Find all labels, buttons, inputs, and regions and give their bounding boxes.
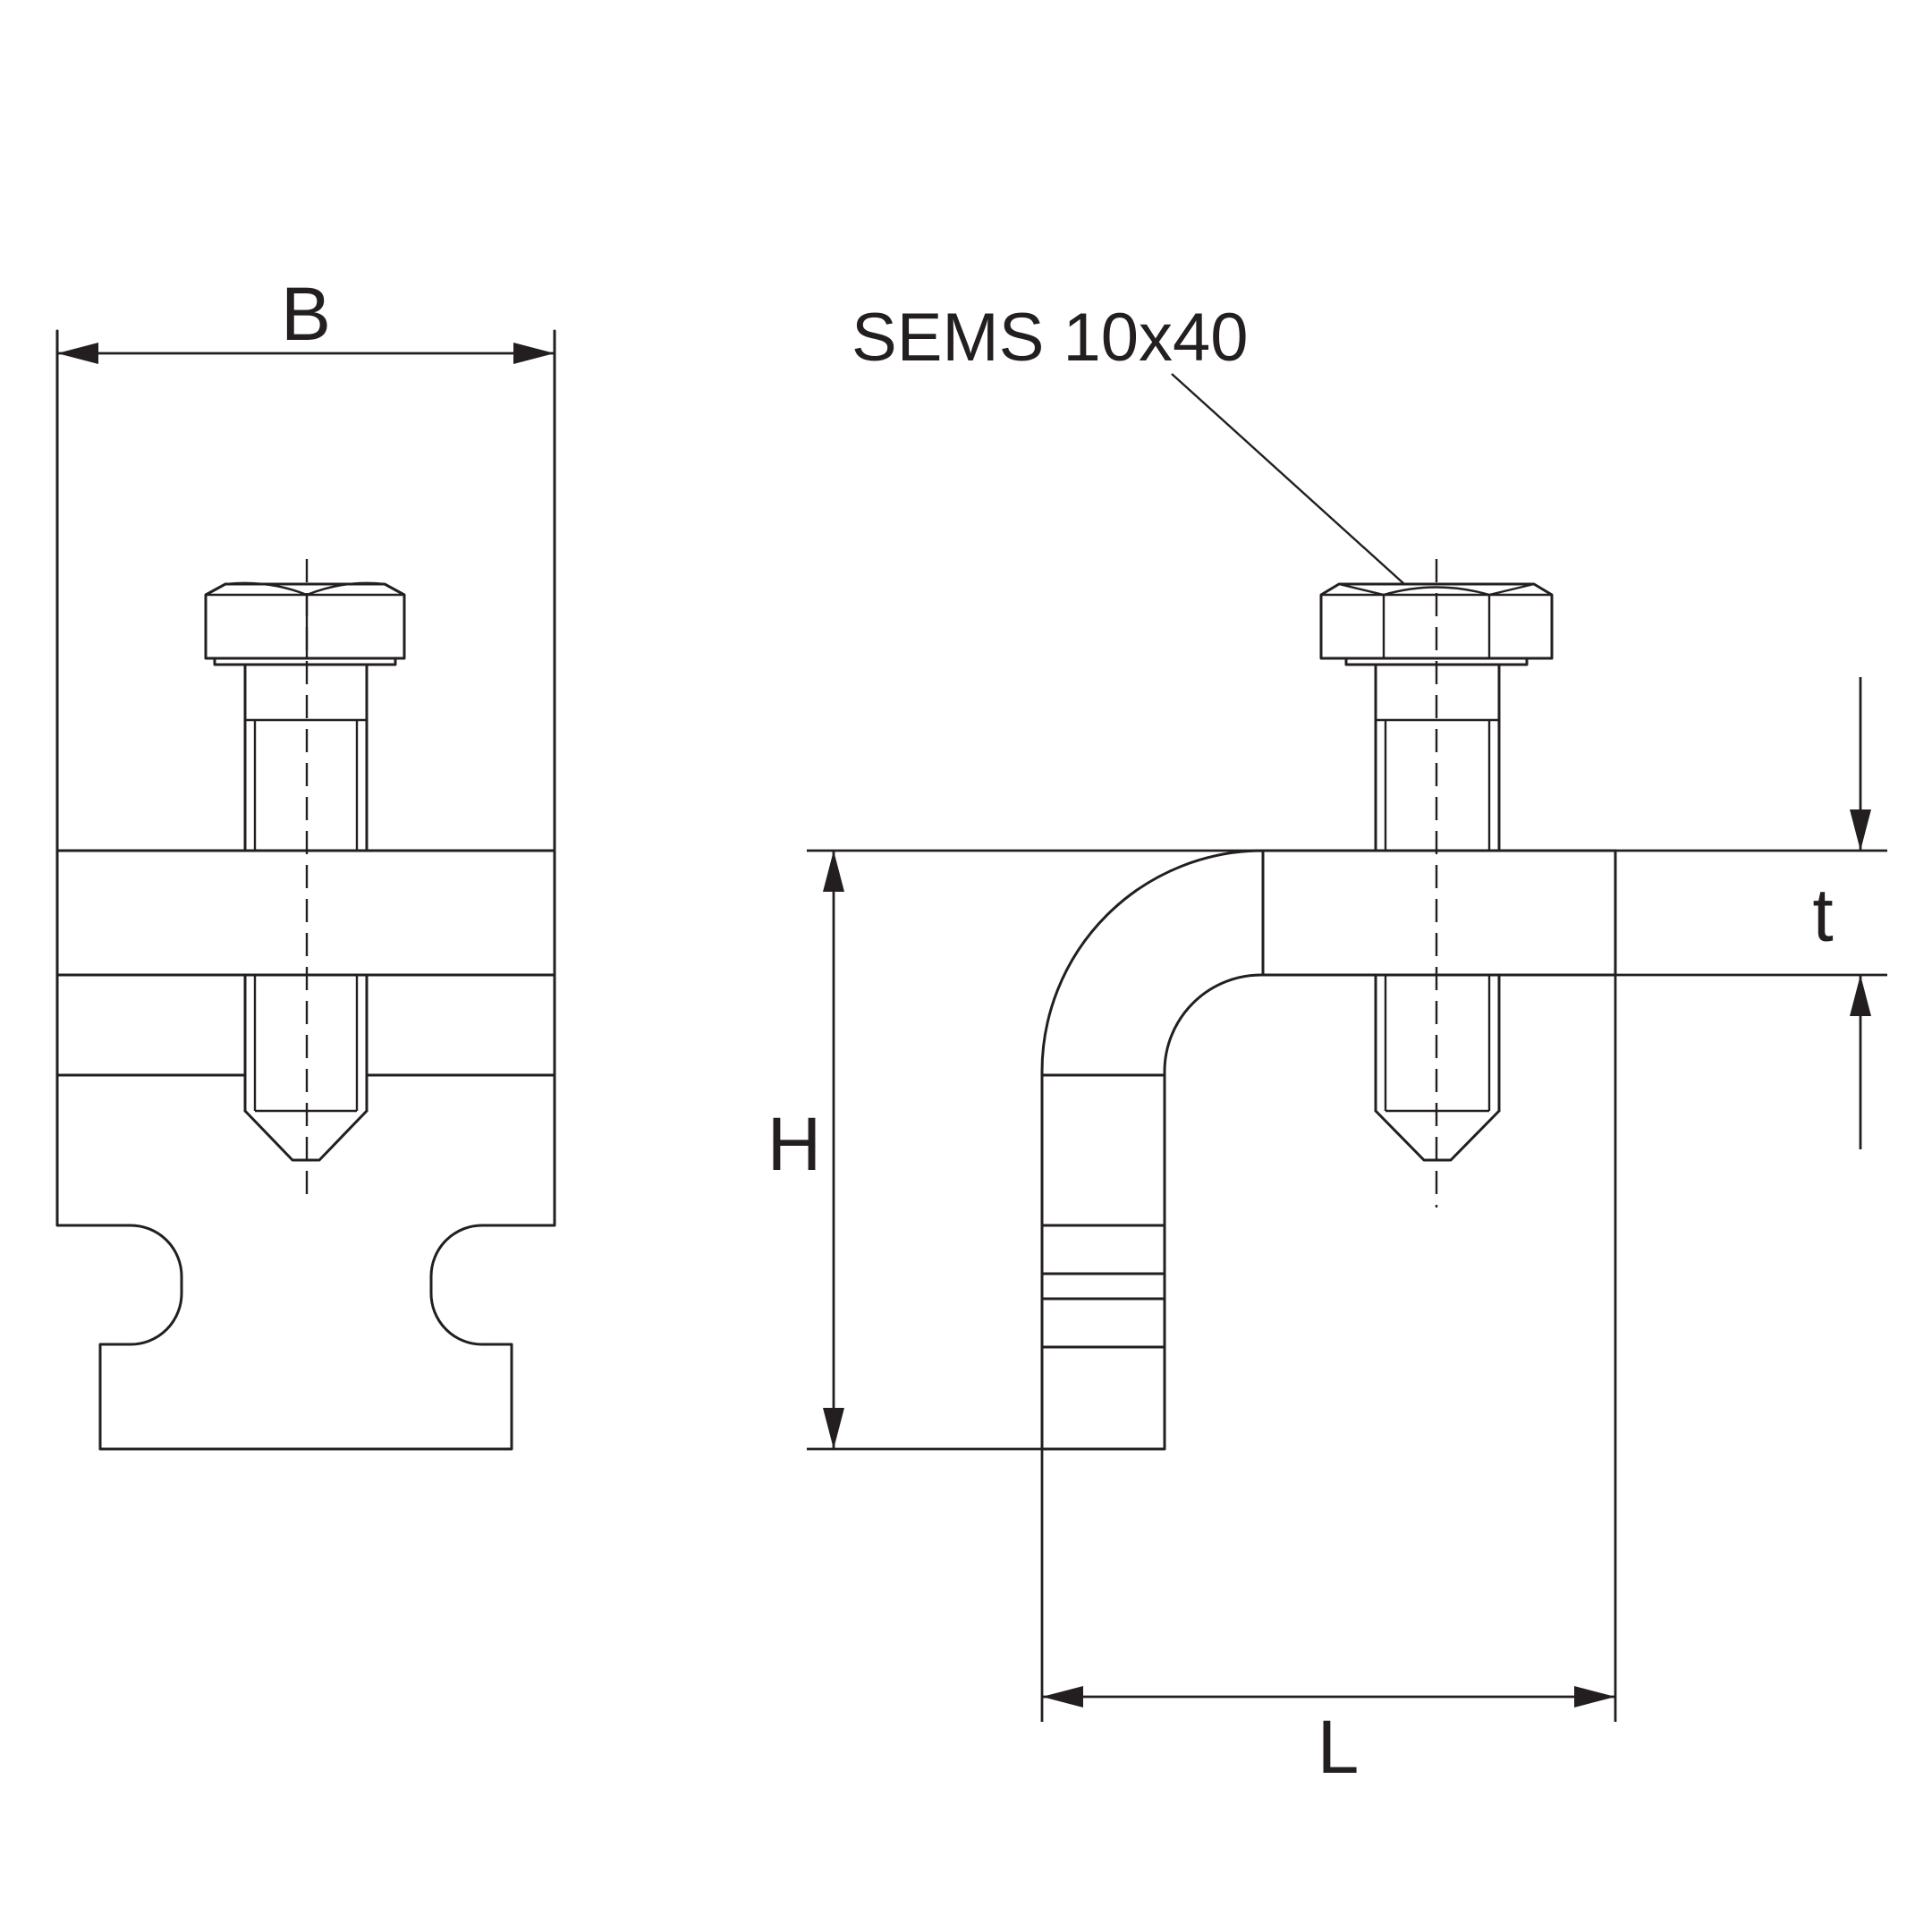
side-view: SEMS 10x40 H L: [767, 300, 1887, 1789]
dimension-b: B: [55, 272, 556, 364]
front-bolt-head: [204, 581, 406, 666]
callout: SEMS 10x40: [852, 300, 1405, 585]
dimension-b-label: B: [281, 272, 331, 356]
front-view: B: [55, 272, 556, 1451]
dimension-h-label: H: [767, 1102, 822, 1186]
callout-label: SEMS 10x40: [852, 300, 1249, 376]
callout-leader: [1171, 373, 1405, 585]
front-body-outline: [55, 329, 556, 1451]
side-plate-outline: [1040, 849, 1617, 1451]
dimension-t-label: t: [1812, 873, 1833, 957]
dimension-h: H: [767, 849, 1263, 1451]
dimension-t: t: [1615, 677, 1887, 1149]
dimension-l-label: L: [1318, 1705, 1360, 1789]
dimension-l: L: [1040, 975, 1617, 1789]
